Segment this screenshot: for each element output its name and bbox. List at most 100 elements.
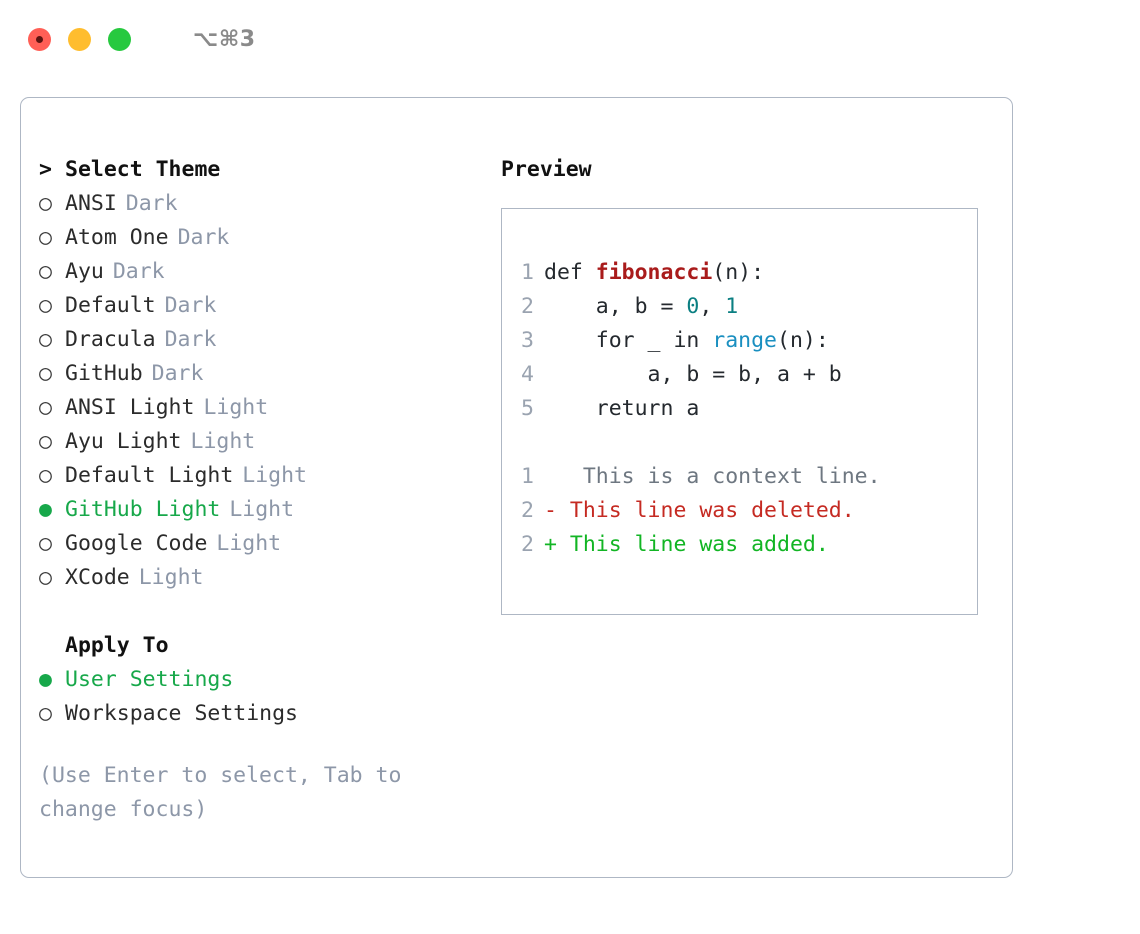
theme-variant-label: Dark (164, 293, 217, 318)
theme-name: Atom One (65, 225, 169, 250)
code-token-plain: (n): (712, 260, 765, 285)
radio-icon[interactable]: ○ (39, 565, 52, 590)
radio-icon[interactable]: ○ (39, 463, 52, 488)
theme-name: GitHub Light (65, 497, 221, 522)
theme-variant-label: Light (216, 531, 282, 556)
theme-variant-label: Dark (164, 327, 217, 352)
theme-list-item[interactable]: ○ Default Dark (39, 289, 489, 323)
minimize-button[interactable] (68, 27, 91, 51)
title-bar: ⌥⌘3 (0, 0, 1140, 78)
radio-icon[interactable]: ○ (39, 327, 52, 352)
preview-title: Preview (501, 157, 592, 182)
theme-list-item[interactable]: ○ GitHub Dark (39, 357, 489, 391)
code-line: 2 a, b = 0, 1 (508, 290, 977, 324)
keyboard-shortcut-label: ⌥⌘3 (193, 26, 256, 52)
theme-list-item[interactable]: ○ ANSI Light Light (39, 391, 489, 425)
diff-text: This line was added. (556, 532, 829, 557)
apply-to-item[interactable]: ○ Workspace Settings (39, 697, 489, 731)
caret-icon: > (39, 157, 52, 182)
apply-to-name: User Settings (65, 667, 234, 692)
apply-to-heading: Apply To (39, 629, 489, 663)
radio-icon[interactable]: ○ (39, 259, 52, 284)
radio-icon[interactable]: ○ (39, 531, 52, 556)
close-button[interactable] (28, 27, 51, 51)
hint-text: (Use Enter to select, Tab to change focu… (39, 763, 402, 822)
theme-variant-label: Light (229, 497, 295, 522)
theme-name: GitHub (65, 361, 143, 386)
theme-list-item[interactable]: ○ Dracula Dark (39, 323, 489, 357)
diff-line: 1 This is a context line. (508, 460, 977, 494)
theme-variant-label: Light (203, 395, 269, 420)
theme-name: ANSI Light (65, 395, 195, 420)
theme-variant-label: Dark (177, 225, 230, 250)
line-number: 3 (521, 328, 534, 353)
code-token-num: 1 (725, 294, 739, 319)
radio-icon[interactable]: ○ (39, 429, 52, 454)
theme-name: Ayu (65, 259, 104, 284)
theme-name: Google Code (65, 531, 208, 556)
theme-list-item[interactable]: ○ Ayu Dark (39, 255, 489, 289)
diff-text: This line was deleted. (556, 498, 855, 523)
line-number: 4 (521, 362, 534, 387)
radio-selected-icon[interactable]: ● (39, 497, 52, 522)
diff-line: 2- This line was deleted. (508, 494, 977, 528)
theme-name: Ayu Light (65, 429, 182, 454)
diff-text: This is a context line. (556, 464, 881, 489)
diff-sample: 1 This is a context line.2- This line wa… (508, 460, 977, 562)
code-token-plain: def (544, 260, 596, 285)
apply-to-heading-label: Apply To (65, 633, 169, 658)
theme-list-item[interactable]: ○ Atom One Dark (39, 221, 489, 255)
zoom-button[interactable] (108, 27, 131, 51)
theme-variant-label: Light (138, 565, 204, 590)
theme-list-item[interactable]: ○ Default Light Light (39, 459, 489, 493)
radio-icon[interactable]: ○ (39, 225, 52, 250)
theme-variant-label: Dark (151, 361, 204, 386)
code-token-plain: return a (544, 396, 700, 421)
theme-list-item[interactable]: ● GitHub Light Light (39, 493, 489, 527)
theme-name: Default Light (65, 463, 234, 488)
theme-list-item[interactable]: ○ Google Code Light (39, 527, 489, 561)
radio-selected-icon[interactable]: ● (39, 667, 52, 692)
radio-icon[interactable]: ○ (39, 395, 52, 420)
theme-list-item[interactable]: ○ Ayu Light Light (39, 425, 489, 459)
theme-variant-label: Light (242, 463, 308, 488)
theme-list-heading: > Select Theme (39, 153, 489, 187)
radio-icon[interactable]: ○ (39, 361, 52, 386)
radio-icon[interactable]: ○ (39, 191, 52, 216)
code-line: 3 for _ in range(n): (508, 324, 977, 358)
line-number: 2 (521, 294, 534, 319)
diff-sign: + (544, 532, 557, 557)
line-number: 1 (521, 260, 534, 285)
code-token-plain: , (699, 294, 726, 319)
code-diff-gap (508, 426, 977, 460)
apply-to-marker-spacer (39, 629, 65, 663)
diff-sign (544, 460, 557, 494)
theme-list-item[interactable]: ○ XCode Light (39, 561, 489, 595)
diff-line: 2 + This line was added. (508, 528, 977, 562)
theme-name: Dracula (65, 327, 156, 352)
apply-to-name: Workspace Settings (65, 701, 298, 726)
theme-variant-label: Dark (112, 259, 165, 284)
code-token-plain: (n): (777, 328, 829, 353)
section-spacer (39, 595, 489, 629)
radio-icon[interactable]: ○ (39, 701, 52, 726)
theme-name: Default (65, 293, 156, 318)
theme-list-heading-label: Select Theme (65, 157, 221, 182)
apply-to-group[interactable]: Apply To ● User Settings ○ Workspace Setting… (39, 629, 489, 731)
code-token-num: 0 (686, 294, 700, 319)
apply-to-item[interactable]: ● User Settings (39, 663, 489, 697)
code-line: 4 a, b = b, a + b (508, 358, 977, 392)
line-number: 1 (521, 464, 534, 489)
theme-name: XCode (65, 565, 130, 590)
radio-icon[interactable]: ○ (39, 293, 52, 318)
theme-variant-label: Light (190, 429, 256, 454)
theme-name: ANSI (65, 191, 117, 216)
line-number: 2 (521, 532, 534, 557)
